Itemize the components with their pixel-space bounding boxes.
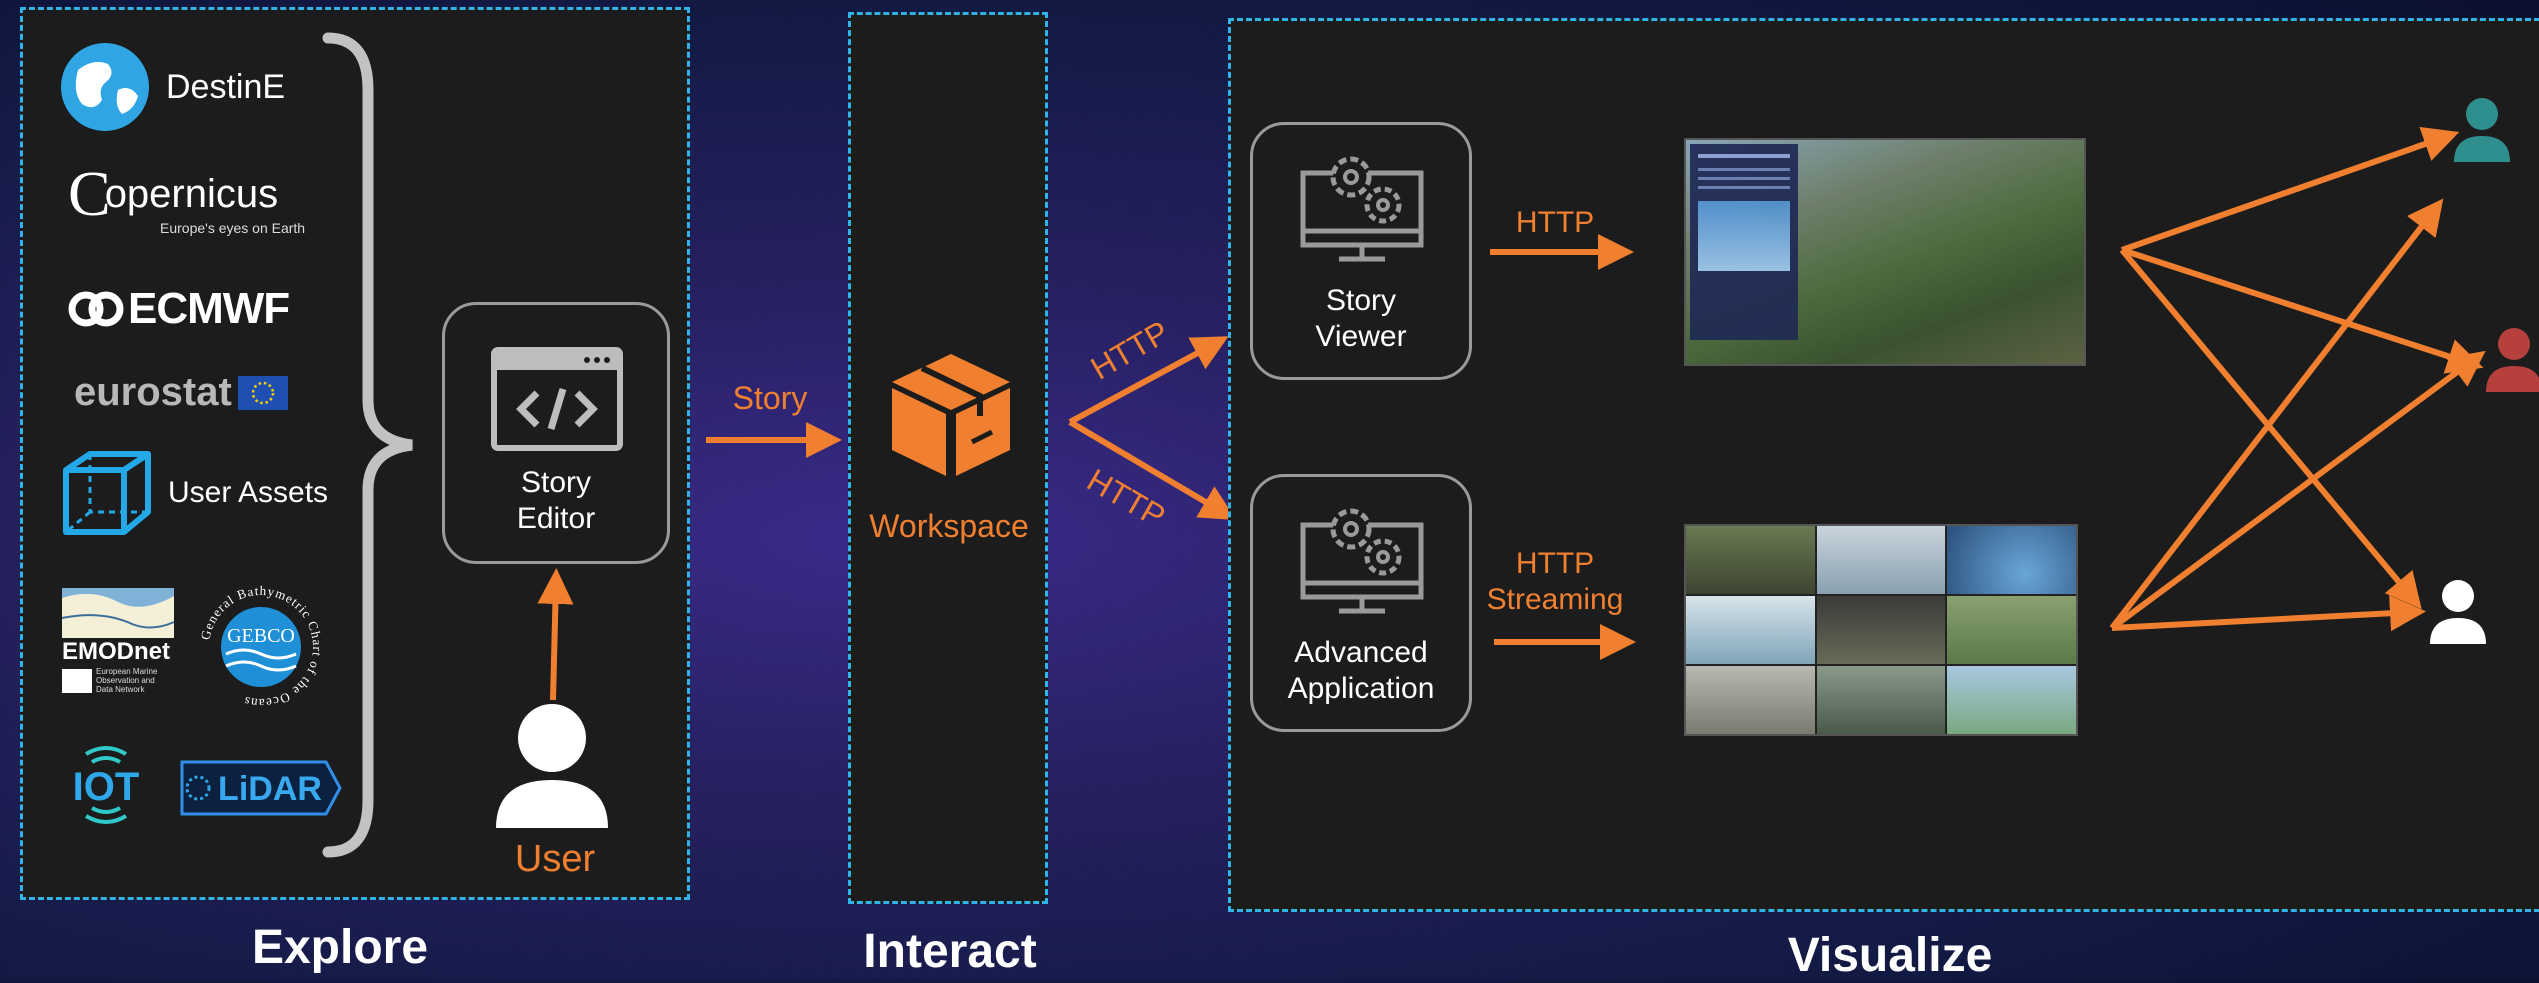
story-editor-node[interactable]: Story Editor <box>442 302 670 564</box>
emodnet-flag-icon <box>62 669 92 694</box>
source-gebco: General Bathymetric Chart of the Oceans … <box>196 582 326 712</box>
gebco-label: GEBCO <box>227 625 295 647</box>
iot-label: IOT <box>73 765 140 809</box>
package-icon <box>892 354 1010 476</box>
mosaic-tile <box>1816 666 1946 734</box>
mosaic-tile <box>1947 526 2076 594</box>
eurostat-label: eurostat <box>74 370 232 414</box>
mosaic-tile <box>1686 666 1815 734</box>
gears-monitor-icon <box>1300 508 1424 614</box>
mosaic-tile <box>1816 526 1946 594</box>
user-white-icon <box>2430 580 2486 644</box>
source-copernicus: C opernicus Europe's eyes on Earth <box>68 158 306 237</box>
explore-title: Explore <box>251 921 429 974</box>
cube-icon <box>63 451 151 535</box>
http-viewer-label: HTTP <box>1515 206 1595 239</box>
lidar-label: LiDAR <box>218 770 322 808</box>
mosaic-tile <box>1947 666 2076 734</box>
visualize-title: Visualize <box>1787 929 1993 982</box>
destine-label: DestinE <box>166 67 286 106</box>
story-edge-label: Story <box>732 380 808 416</box>
advanced-app-screenshot <box>1684 524 2078 736</box>
emodnet-map-icon <box>61 588 175 638</box>
source-lidar: LiDAR <box>176 756 344 820</box>
code-window-icon <box>491 347 623 451</box>
emodnet-label: EMODnet <box>62 638 170 665</box>
interact-title: Interact <box>863 925 1037 978</box>
story-viewer-line1: Story <box>1325 284 1397 317</box>
ecmwf-logo-icon <box>68 291 124 327</box>
globe-icon <box>61 43 149 131</box>
advanced-line2: Application <box>1287 672 1435 705</box>
http-streaming-line2: Streaming <box>1486 583 1624 616</box>
iot-icon: IOT <box>73 746 140 824</box>
ecmwf-label: ECMWF <box>128 284 290 333</box>
story-editor-line2: Editor <box>516 502 596 535</box>
copernicus-c-mark: C <box>68 158 111 229</box>
http-streaming-line1: HTTP <box>1515 547 1595 580</box>
advanced-line1: Advanced <box>1294 636 1428 669</box>
lidar-badge-icon: LiDAR <box>180 760 342 816</box>
source-destine: DestinE <box>58 40 285 134</box>
copernicus-tagline: Europe's eyes on Earth <box>160 220 306 236</box>
emodnet-subtitle: European Marine Observation and Data Net… <box>96 667 158 694</box>
user-teal-icon <box>2454 98 2510 162</box>
workspace-label: Workspace <box>869 508 1029 544</box>
source-emodnet: EMODnet European Marine Observation and … <box>61 588 175 694</box>
eu-flag-icon <box>237 375 288 410</box>
sources-brace <box>322 32 413 858</box>
source-eurostat: eurostat <box>74 370 288 415</box>
source-iot: IOT <box>56 740 156 830</box>
user-label: User <box>514 838 596 880</box>
mosaic-tile <box>1816 596 1946 664</box>
mosaic-tile <box>1686 596 1815 664</box>
gebco-seal-icon: General Bathymetric Chart of the Oceans … <box>197 583 324 711</box>
user-assets-label: User Assets <box>168 476 329 509</box>
story-editor-line1: Story <box>520 466 592 499</box>
source-ecmwf: ECMWF <box>68 284 290 334</box>
story-panel-overlay <box>1690 144 1798 340</box>
interact-panel <box>848 12 1048 904</box>
story-viewer-screenshot <box>1684 138 2086 366</box>
user-icon <box>496 704 608 828</box>
mosaic-tile <box>1686 526 1815 594</box>
copernicus-label: opernicus <box>104 171 279 216</box>
advanced-application-node[interactable]: Advanced Application <box>1250 474 1472 732</box>
gears-monitor-icon <box>1300 156 1424 262</box>
user-red-icon <box>2486 328 2539 392</box>
story-viewer-line2: Viewer <box>1315 320 1407 353</box>
source-user-assets: User Assets <box>60 448 328 538</box>
story-viewer-node[interactable]: Story Viewer <box>1250 122 1472 380</box>
mosaic-tile <box>1947 596 2076 664</box>
http-streaming-label: HTTP Streaming <box>1470 546 1640 618</box>
